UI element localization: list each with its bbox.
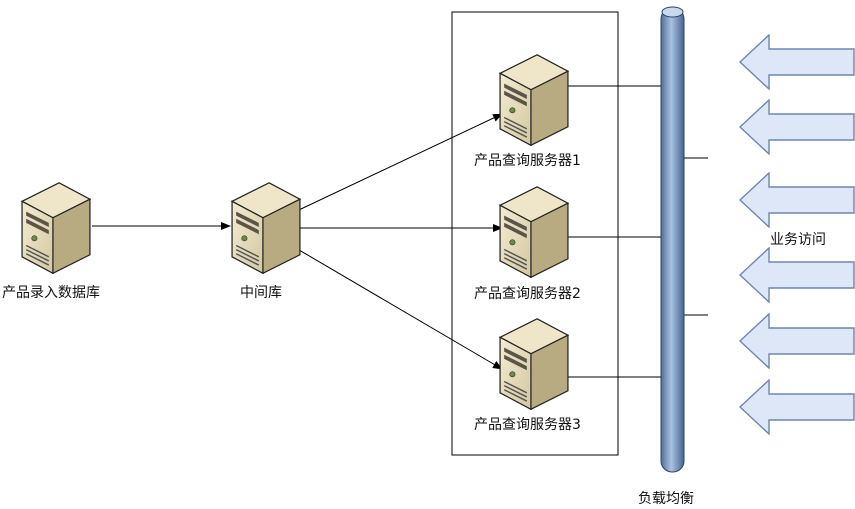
edge-middle-to-query1 <box>264 113 503 227</box>
business-access-label: 业务访问 <box>770 232 826 248</box>
load-balancer-tube <box>660 6 685 473</box>
query-cluster-frame <box>451 11 619 456</box>
left-arrow-icon <box>739 172 855 228</box>
edge-middle-to-query3 <box>264 229 503 370</box>
query-server-1-label: 产品查询服务器1 <box>474 153 581 169</box>
query-server-2-label: 产品查询服务器2 <box>474 286 581 302</box>
left-arrow-icon <box>739 313 855 369</box>
load-balancer-label: 负载均衡 <box>638 491 694 507</box>
middle-db-label: 中间库 <box>240 285 282 301</box>
query-server-3-label: 产品查询服务器3 <box>474 417 581 433</box>
left-arrow-icon <box>739 379 855 435</box>
server-icon <box>499 318 569 410</box>
server-icon <box>21 182 91 274</box>
server-icon <box>231 182 301 274</box>
left-arrow-icon <box>739 34 855 90</box>
server-icon <box>499 186 569 278</box>
server-icon <box>499 54 569 146</box>
source-db-label: 产品录入数据库 <box>2 285 100 301</box>
left-arrow-icon <box>739 99 855 155</box>
left-arrow-icon <box>739 247 855 303</box>
